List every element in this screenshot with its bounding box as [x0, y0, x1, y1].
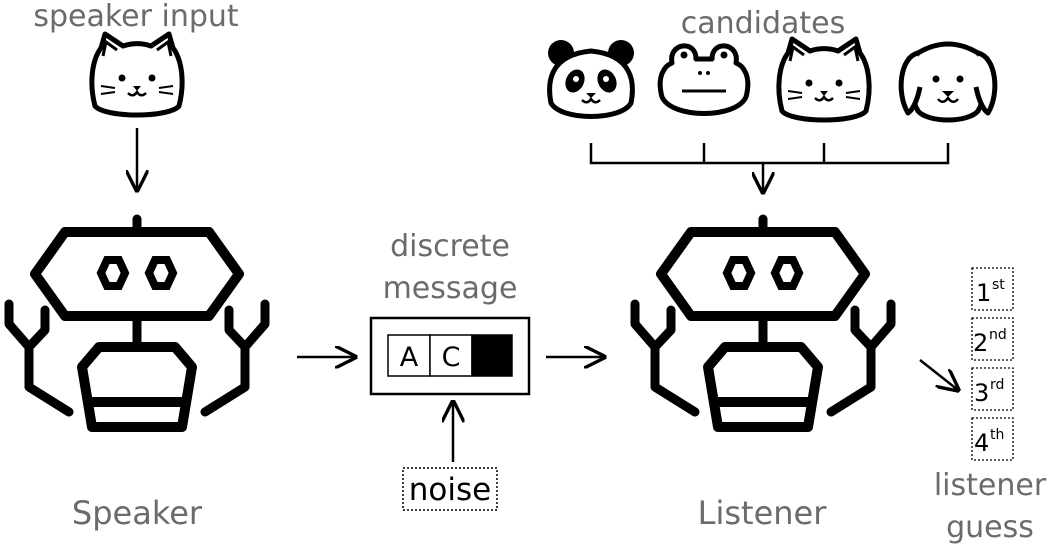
rank-2: 2 nd [971, 317, 1014, 361]
rank-1: 1 st [971, 267, 1014, 311]
message-symbol-a: A [400, 342, 419, 373]
listener-to-guess-arrow [919, 359, 958, 390]
listener-guess-label-line2: guess [946, 510, 1034, 545]
svg-text:1: 1 [976, 279, 991, 307]
candidates-bracket [589, 143, 950, 165]
svg-text:th: th [990, 427, 1004, 443]
svg-text:rd: rd [990, 377, 1004, 393]
discrete-label: discrete [390, 229, 510, 264]
svg-text:nd: nd [989, 327, 1007, 343]
listener-label: Listener [698, 494, 828, 532]
speaker-input-label: speaker input [33, 0, 239, 34]
speaker-label: Speaker [72, 494, 203, 532]
candidate-frog-icon [657, 43, 751, 116]
rank-3: 3 rd [971, 367, 1014, 411]
message-slot-3-filled [471, 334, 513, 377]
candidate-cat-icon [779, 39, 869, 120]
message-symbol-c: C [442, 342, 461, 373]
noise-box [402, 467, 498, 511]
message-slot-2 [429, 334, 473, 377]
listener-guess-label-line1: listener [934, 468, 1047, 503]
svg-text:2: 2 [973, 329, 988, 357]
message-label: message [383, 271, 518, 306]
noise-label: noise [409, 472, 491, 508]
candidate-dog-icon [898, 41, 998, 123]
svg-text:4: 4 [974, 429, 989, 457]
svg-text:3: 3 [974, 379, 989, 407]
candidates-label: candidates [681, 6, 846, 41]
rank-4: 4 th [971, 417, 1014, 461]
candidate-panda-icon [547, 40, 635, 119]
speaker-robot-icon [9, 219, 265, 427]
svg-text:st: st [992, 277, 1005, 293]
speaker-input-cat-icon [92, 34, 182, 115]
listener-robot-icon [635, 219, 891, 427]
